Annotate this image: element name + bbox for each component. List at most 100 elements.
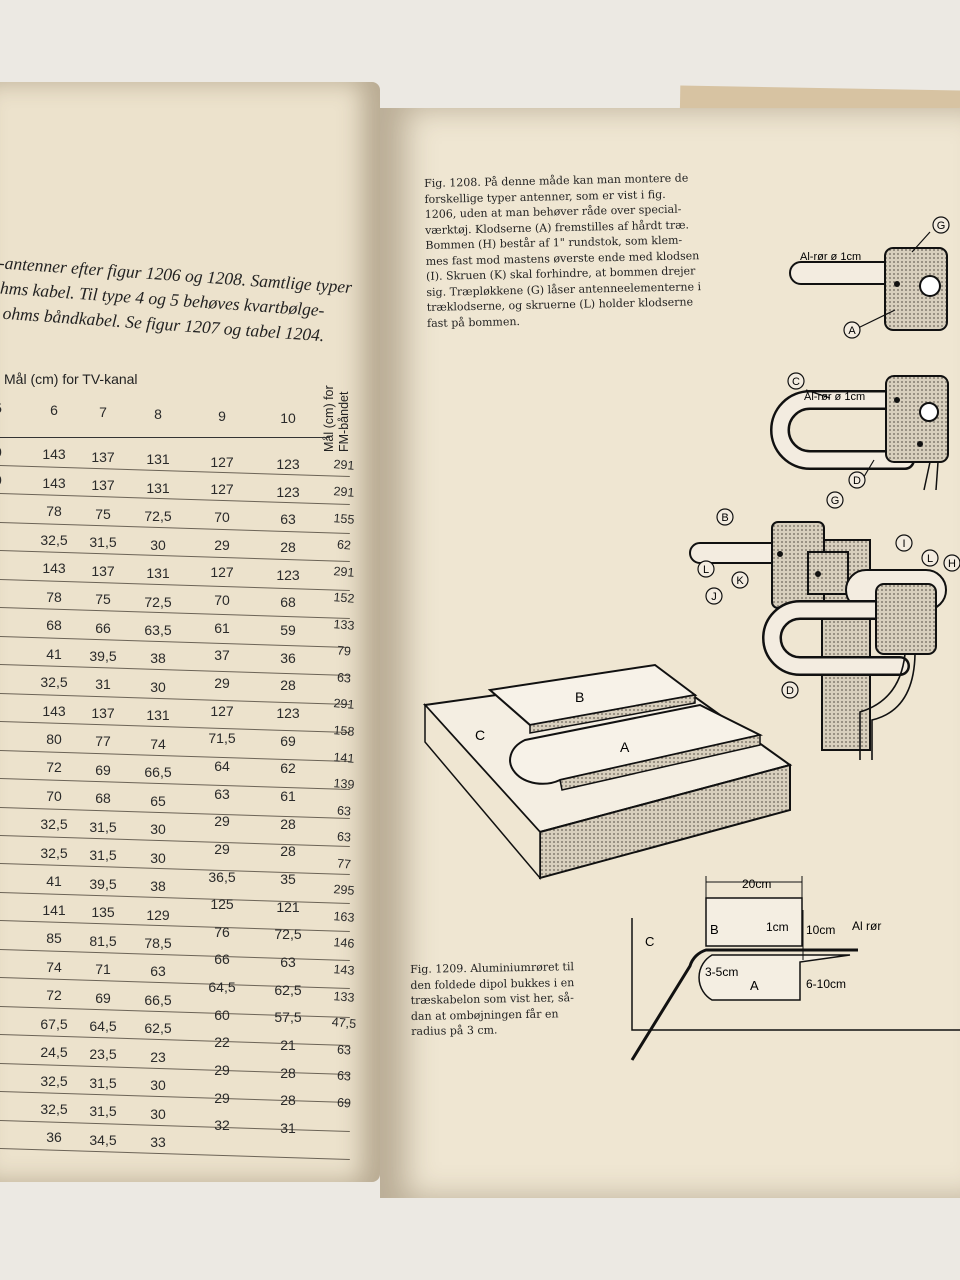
table-cell: 28 (280, 1064, 296, 1081)
table-cell: 29 (214, 536, 230, 553)
table-cell: 72 (46, 759, 62, 776)
table-cell: 39,5 (89, 875, 117, 892)
table-cell: 131 (146, 565, 170, 582)
table-cell: 62,5 (144, 1020, 172, 1037)
table-cell: 31,5 (89, 1103, 117, 1120)
dim-b-label: B (710, 922, 719, 937)
table-cell: 23,5 (89, 1046, 117, 1063)
table-cell: 127 (210, 564, 234, 581)
dim-c-label: C (645, 934, 654, 949)
table-cell: 74 (150, 735, 166, 752)
table-cell: 123 (276, 566, 300, 583)
dim-6-10cm: 6-10cm (806, 977, 846, 991)
table-cell: 31 (280, 1119, 296, 1136)
table-cell: 70 (214, 591, 230, 608)
table-cell: 64 (214, 757, 230, 774)
table-cell: 37 (214, 647, 230, 664)
dim-a-label: A (750, 978, 759, 993)
table-cell: 31,5 (89, 1074, 117, 1091)
column-header: 10 (280, 410, 296, 426)
table-cell: 137 (91, 477, 115, 494)
table-cell: 30 (150, 1105, 166, 1122)
table-cell: 127 (210, 481, 234, 498)
dim-1cm: 1cm (766, 920, 789, 934)
table-cell: 131 (146, 707, 170, 724)
table-cell: 21 (280, 1036, 296, 1053)
mount-detail-top: A G Al-rør ø 1cm (789, 216, 950, 339)
table-cell: 64,5 (208, 979, 236, 996)
dimension-drawing: 20cm 1cm 10cm Al rør 3-5cm 6-10cm B A C (630, 876, 960, 1061)
table-cell: 69 (95, 989, 111, 1006)
table-cell: 9 (0, 444, 2, 460)
label-k: K (736, 575, 744, 587)
table-cell: 66,5 (144, 764, 172, 781)
mount-detail-middle: C Al-rør ø 1cm D (770, 372, 949, 491)
table-cell: 66 (95, 619, 111, 636)
table-cell: 64,5 (89, 1018, 117, 1034)
table-cell: 121 (276, 898, 300, 915)
label-d-mast: D (786, 685, 794, 697)
table-cell: 131 (146, 479, 170, 496)
table-cell: 23 (150, 1048, 166, 1065)
label-c: C (792, 376, 800, 388)
table-cell: 39,5 (89, 648, 117, 665)
board-b-label: B (575, 689, 584, 705)
table-cell: 70 (46, 787, 62, 804)
table-cell: 63 (280, 511, 296, 528)
table-cell: 123 (276, 483, 300, 500)
table-cell: 32,5 (40, 674, 68, 691)
wood-template-block: B A C (422, 663, 793, 881)
label-g: G (937, 220, 946, 232)
table-cell: 36 (280, 649, 296, 666)
table-cell: 60 (214, 1006, 230, 1023)
table-cell: 36,5 (208, 868, 236, 885)
table-cell: 68 (95, 790, 111, 807)
table-cell: 63,5 (144, 621, 172, 638)
table-cell: 69 (280, 732, 296, 749)
table-cell: 24,5 (40, 1044, 68, 1061)
column-header: 7 (99, 404, 107, 420)
table-cell: 62,5 (274, 981, 302, 998)
table-cell: 28 (280, 843, 296, 860)
table-cell: 66,5 (144, 991, 172, 1008)
table-cell: 59 (280, 621, 296, 638)
table-cell: 71 (95, 961, 111, 978)
table-cell: 28 (280, 538, 296, 555)
table-cell: 80 (46, 731, 62, 747)
label-b: B (721, 512, 728, 524)
board-a-label: A (620, 739, 630, 755)
dim-10cm: 10cm (806, 923, 835, 937)
table-cell: 34,5 (89, 1131, 117, 1148)
table-cell: 62 (280, 760, 296, 777)
table-cell: 78,5 (144, 935, 172, 952)
table-cell: 77 (95, 733, 111, 750)
table-cell: 32,5 (40, 1072, 68, 1089)
table-cell: 41 (46, 873, 62, 890)
label-g-mast: G (831, 495, 840, 507)
table-cell: 125 (210, 896, 234, 913)
label-j: J (711, 591, 717, 603)
table-cell: 69 (95, 761, 111, 778)
table-cell: 85 (46, 930, 62, 947)
column-header: 9 (218, 408, 226, 424)
label-l-left: L (703, 564, 709, 576)
header-rule (0, 437, 330, 438)
label-d: D (853, 475, 861, 487)
table-cell: 141 (42, 901, 66, 918)
table-cell: 143 (42, 560, 66, 577)
table-cell: 76 (214, 923, 230, 940)
table-cell: 29 (214, 1089, 230, 1106)
table-cell: 22 (214, 1034, 230, 1051)
table-cell: 38 (150, 878, 166, 895)
table-cell: 74 (46, 958, 62, 975)
table-cell: 78 (46, 503, 62, 520)
table-cell: 78 (46, 588, 62, 605)
table-cell: 123 (276, 704, 300, 721)
measurement-table: Mål (cm) for TV-kanal5678910Mål (cm) for… (0, 82, 380, 1182)
table-cell: 143 (42, 446, 66, 463)
table-cell: 57,5 (274, 1009, 302, 1026)
table-cell: 63 (150, 963, 166, 980)
column-header: 6 (50, 402, 58, 418)
table-cell: 70 (214, 508, 230, 525)
